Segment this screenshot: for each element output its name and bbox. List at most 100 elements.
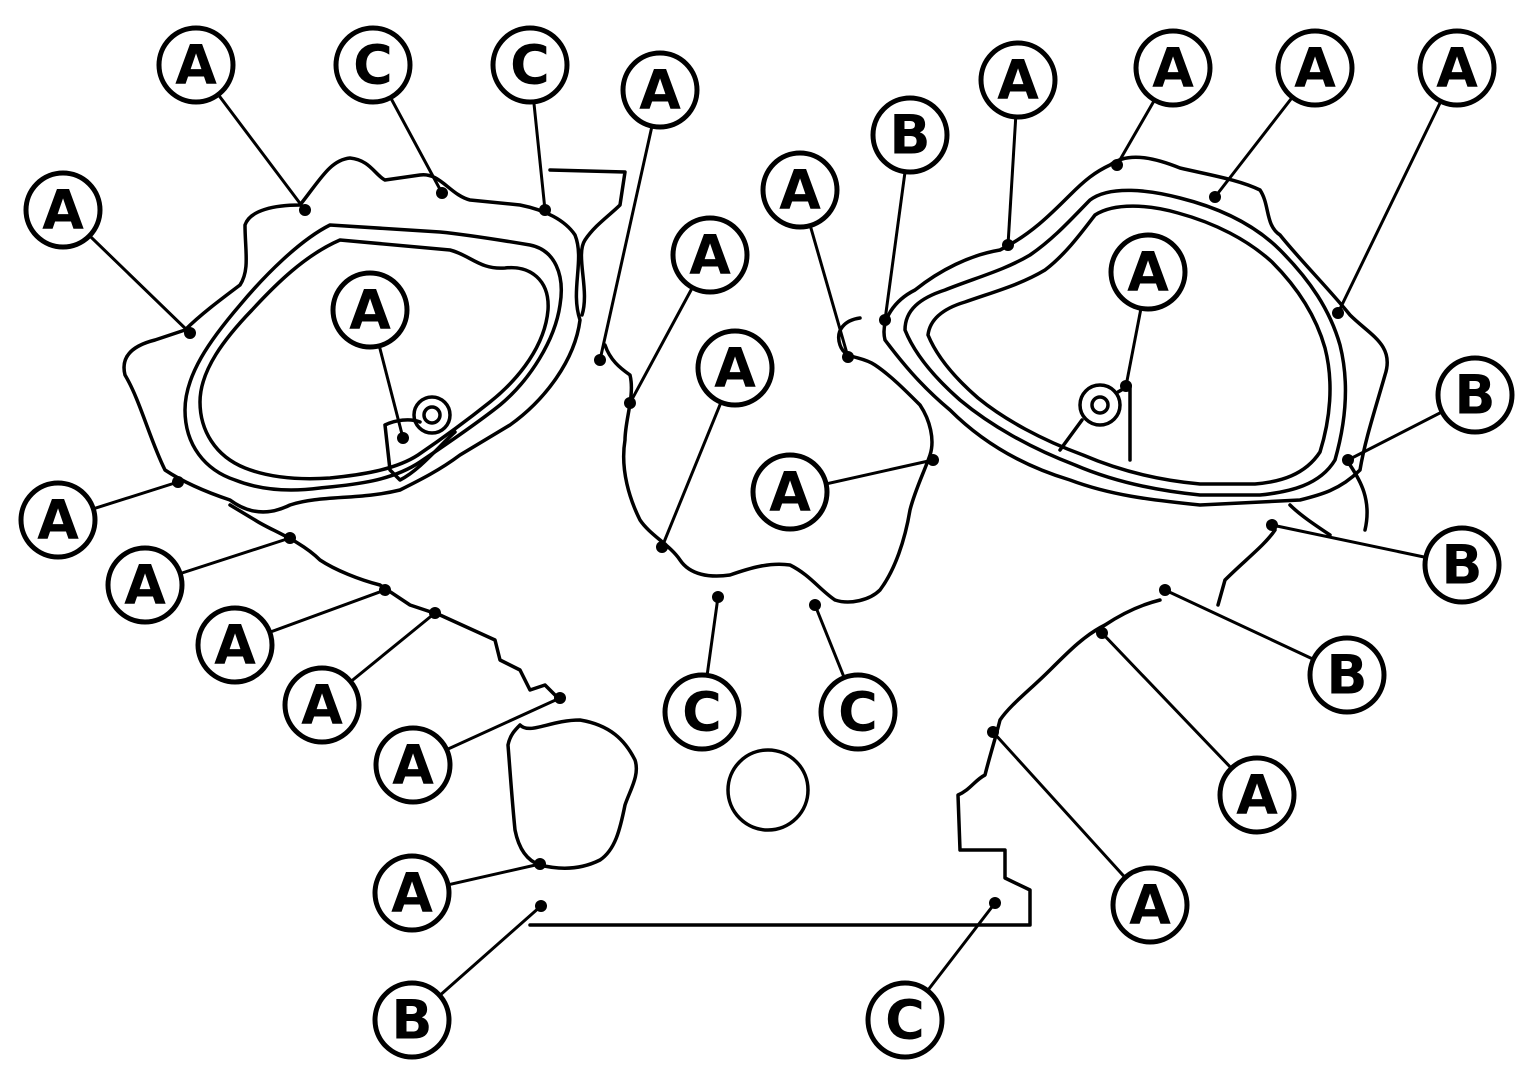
leader-c18 bbox=[1336, 67, 1459, 314]
point-c4 bbox=[594, 354, 606, 366]
callout-c5: A bbox=[23, 170, 103, 250]
point-c16 bbox=[1111, 159, 1123, 171]
callout-letter: B bbox=[391, 989, 432, 1052]
point-c18 bbox=[1332, 307, 1344, 319]
callout-letter: B bbox=[1454, 364, 1495, 427]
callout-letter: A bbox=[42, 179, 84, 242]
callout-letter: A bbox=[349, 279, 391, 342]
callout-c11: A bbox=[195, 605, 275, 685]
left-cover-seal-groove bbox=[198, 238, 550, 481]
callout-letter: A bbox=[1436, 37, 1478, 100]
callout-letter: A bbox=[779, 159, 821, 222]
callout-letter: A bbox=[714, 337, 756, 400]
callout-letter: A bbox=[689, 224, 731, 287]
callout-c8: A bbox=[695, 328, 775, 408]
callout-c13: B bbox=[870, 95, 950, 175]
component-outlines bbox=[122, 155, 1389, 927]
point-c3 bbox=[539, 204, 551, 216]
callout-c29: B bbox=[1422, 525, 1502, 605]
point-c2 bbox=[436, 187, 448, 199]
leader-lines bbox=[57, 64, 1476, 1022]
point-c12 bbox=[429, 607, 441, 619]
leader-c4 bbox=[598, 89, 662, 361]
callout-c12: A bbox=[282, 665, 362, 745]
callout-c6: A bbox=[330, 270, 410, 350]
point-c10 bbox=[284, 532, 296, 544]
left-sensor-hole bbox=[422, 405, 442, 425]
callout-c21: A bbox=[373, 725, 453, 805]
point-c13 bbox=[879, 314, 891, 326]
callout-c9: A bbox=[18, 480, 98, 560]
point-c6 bbox=[397, 432, 409, 444]
left-cover-inner-outline bbox=[183, 223, 563, 492]
point-c33 bbox=[989, 897, 1001, 909]
right-sensor-boss bbox=[1078, 383, 1122, 427]
callout-letter: A bbox=[769, 461, 811, 524]
callout-c14: A bbox=[760, 150, 840, 230]
callout-c3: C bbox=[490, 25, 570, 105]
callout-letter: A bbox=[1294, 37, 1336, 100]
callout-c19: A bbox=[1108, 232, 1188, 312]
callout-letter: B bbox=[1441, 534, 1482, 597]
point-c28 bbox=[1342, 454, 1354, 466]
callout-letter: A bbox=[301, 674, 343, 737]
callout-c10: A bbox=[105, 545, 185, 625]
point-c19 bbox=[1120, 380, 1132, 392]
callout-c33: C bbox=[865, 980, 945, 1060]
point-c8 bbox=[656, 541, 668, 553]
point-c22 bbox=[534, 858, 546, 870]
point-c26 bbox=[712, 591, 724, 603]
callout-letter: C bbox=[885, 989, 925, 1052]
right-cover-inner-outline bbox=[903, 188, 1348, 497]
callout-c1: A bbox=[156, 25, 236, 105]
left-cover-outer-outline bbox=[122, 156, 582, 514]
callout-c4: A bbox=[620, 50, 700, 130]
point-c20 bbox=[927, 454, 939, 466]
callout-letter: A bbox=[391, 862, 433, 925]
callout-c16: A bbox=[1133, 28, 1213, 108]
point-c30 bbox=[1159, 584, 1171, 596]
callout-letter: C bbox=[353, 34, 393, 97]
callout-c15: A bbox=[978, 40, 1058, 120]
callout-letter: B bbox=[1326, 644, 1367, 707]
callout-c26: C bbox=[662, 672, 742, 752]
point-c14 bbox=[842, 351, 854, 363]
point-c23 bbox=[1096, 627, 1108, 639]
lower-right-flange-outline bbox=[1216, 463, 1369, 607]
center-cover-outline bbox=[548, 168, 934, 604]
point-c7 bbox=[624, 397, 636, 409]
callout-c30: B bbox=[1307, 635, 1387, 715]
callout-letter: A bbox=[37, 489, 79, 552]
point-c11 bbox=[379, 584, 391, 596]
crankshaft-opening bbox=[726, 748, 810, 832]
callout-c24: A bbox=[1110, 865, 1190, 945]
callout-c23: A bbox=[1217, 755, 1297, 835]
callout-c27: C bbox=[818, 672, 898, 752]
callout-c22: A bbox=[372, 853, 452, 933]
callout-c20: A bbox=[750, 452, 830, 532]
left-sensor-bracket bbox=[383, 418, 457, 482]
callout-letter: A bbox=[214, 614, 256, 677]
callout-letter: A bbox=[175, 34, 217, 97]
callout-letter: C bbox=[838, 681, 878, 744]
right-cover-outer-outline bbox=[882, 155, 1389, 507]
callouts: A C C A A A A A A A A A B A A A A A A A … bbox=[18, 25, 1515, 1060]
callout-letter: A bbox=[639, 59, 681, 122]
callout-c25: B bbox=[372, 980, 452, 1060]
lower-left-flange-outline bbox=[228, 503, 638, 871]
point-c24 bbox=[987, 726, 999, 738]
callout-letter: A bbox=[997, 49, 1039, 112]
point-c1 bbox=[299, 204, 311, 216]
callout-letter: C bbox=[510, 34, 550, 97]
callout-letter: A bbox=[1127, 241, 1169, 304]
point-c21 bbox=[554, 692, 566, 704]
point-c25 bbox=[535, 900, 547, 912]
point-c9 bbox=[172, 476, 184, 488]
point-c17 bbox=[1209, 191, 1221, 203]
callout-c2: C bbox=[333, 25, 413, 105]
callout-c28: B bbox=[1435, 355, 1515, 435]
callout-letter: A bbox=[1236, 764, 1278, 827]
callout-c17: A bbox=[1275, 28, 1355, 108]
bottom-seal-outline bbox=[528, 598, 1162, 927]
